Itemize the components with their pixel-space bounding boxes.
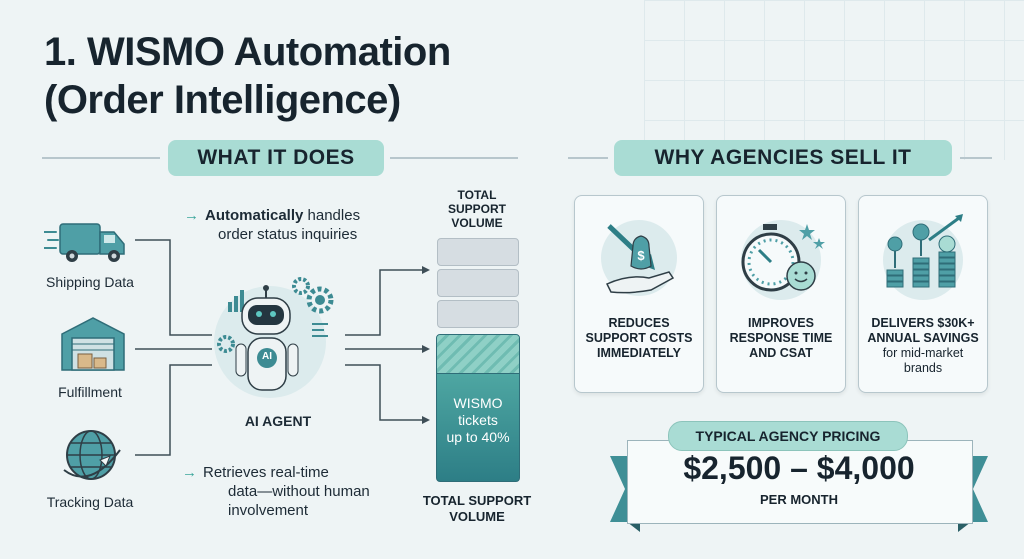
- globe-icon: [60, 424, 126, 491]
- cost-reduction-icon: $: [601, 220, 677, 296]
- stack-top-label: TOTAL SUPPORT VOLUME: [415, 188, 539, 230]
- stack-bottom-label-text: TOTAL SUPPORT VOLUME: [422, 493, 532, 524]
- source-label-shipping: Shipping Data: [46, 274, 134, 290]
- benefit-card-costs: $ REDUCES SUPPORT COSTS IMMEDIATELY: [574, 195, 704, 393]
- wismo-text: WISMO tickets up to 40%: [446, 395, 510, 445]
- volume-hatch: [437, 335, 519, 374]
- volume-segment: [437, 300, 519, 328]
- divider-left-a: [42, 157, 160, 159]
- note-bottom-line3: involvement: [228, 502, 309, 519]
- svg-text:$: $: [637, 248, 645, 263]
- stack-top-label-text: TOTAL SUPPORT VOLUME: [447, 188, 506, 230]
- divider-right-a: [568, 157, 608, 159]
- wismo-volume-block: WISMO tickets up to 40%: [436, 334, 520, 482]
- source-label-fulfillment: Fulfillment: [58, 384, 122, 400]
- page-title: 1. WISMO Automation (Order Intelligence): [44, 28, 451, 124]
- warehouse-icon: [60, 316, 126, 377]
- arrow-right-icon: →: [182, 464, 197, 481]
- card-title-costs: REDUCES SUPPORT COSTS IMMEDIATELY: [585, 316, 693, 360]
- benefit-card-savings: DELIVERS $30K+ ANNUAL SAVINGS for mid-ma…: [858, 195, 988, 393]
- benefit-card-response: IMPROVES RESPONSE TIME AND CSAT: [716, 195, 846, 393]
- robot-icon: [208, 272, 338, 412]
- note-top: → Automatically handles order status inqu…: [184, 206, 404, 244]
- arrow-right-icon: →: [184, 207, 199, 224]
- divider-left-b: [390, 157, 518, 159]
- card-sub-savings: for mid-market brands: [882, 346, 964, 375]
- robot-badge: AI: [262, 351, 272, 362]
- source-label-tracking: Tracking Data: [46, 494, 134, 510]
- note-top-bold: Automatically: [205, 207, 304, 224]
- note-bottom: →Retrieves real-time data—without human …: [182, 463, 420, 520]
- card-title-response: IMPROVES RESPONSE TIME AND CSAT: [729, 316, 833, 360]
- card-title-savings: DELIVERS $30K+ ANNUAL SAVINGS for mid-ma…: [863, 316, 983, 376]
- stopwatch-icon: [741, 220, 825, 300]
- volume-segment: [437, 238, 519, 266]
- note-bottom-line2: data—without human: [228, 483, 370, 500]
- note-top-line2: order status inquiries: [218, 226, 358, 243]
- title-line-1: 1. WISMO Automation: [44, 30, 451, 74]
- divider-right-b: [960, 157, 992, 159]
- background-grid: [644, 0, 1024, 160]
- stack-bottom-label: TOTAL SUPPORT VOLUME: [405, 493, 549, 525]
- agent-label: AI AGENT: [244, 413, 312, 429]
- note-bottom-line1: Retrieves real-time: [203, 464, 329, 481]
- title-line-2: (Order Intelligence): [44, 78, 401, 122]
- savings-growth-icon: [883, 214, 963, 300]
- note-top-rest: handles: [303, 207, 361, 224]
- truck-icon: [43, 218, 130, 273]
- volume-segment: [437, 269, 519, 297]
- section-why-agencies: WHY AGENCIES SELL IT: [614, 140, 952, 176]
- section-what-it-does: WHAT IT DOES: [168, 140, 384, 176]
- pricing-value: $2,500 – $4,000: [683, 450, 915, 486]
- pricing-box: [627, 440, 973, 524]
- card-title-savings-text: DELIVERS $30K+ ANNUAL SAVINGS: [867, 316, 979, 345]
- pricing-label: TYPICAL AGENCY PRICING: [668, 421, 908, 451]
- pricing-period: PER MONTH: [760, 492, 838, 507]
